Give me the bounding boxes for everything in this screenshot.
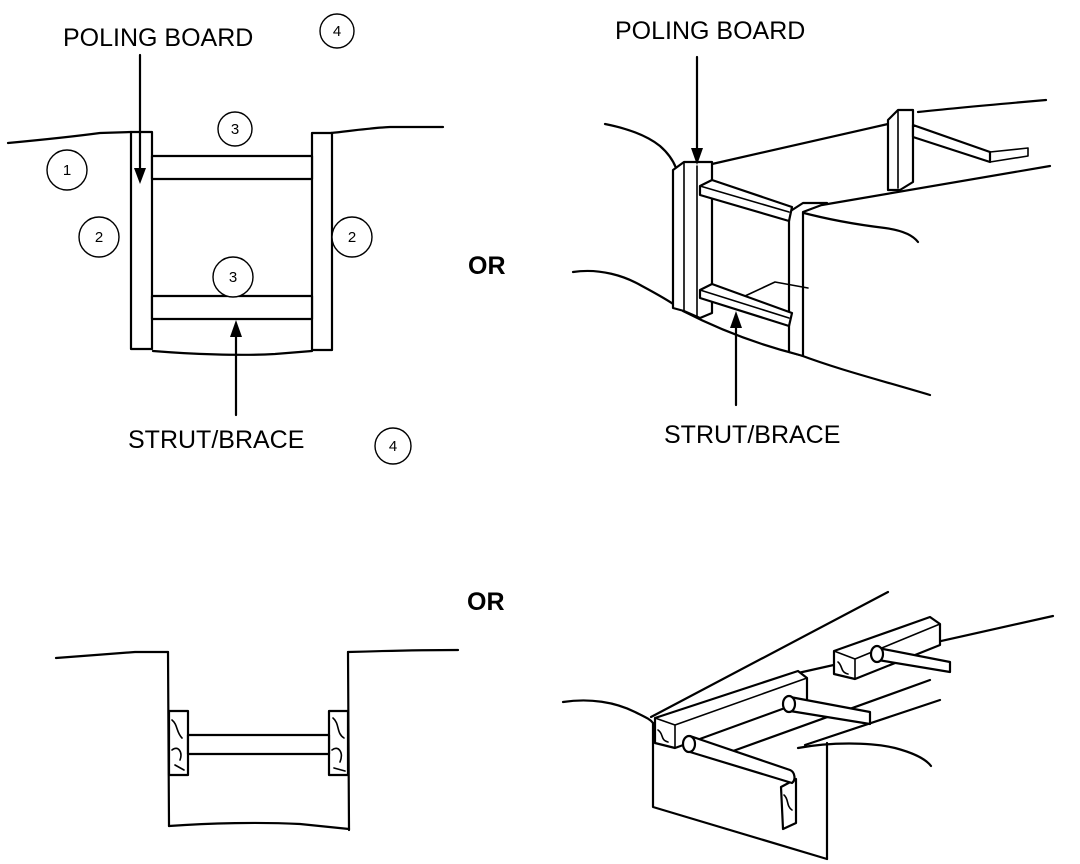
- ground-line-right-lower: [796, 742, 933, 768]
- callout-2-right: 2: [331, 216, 373, 258]
- strut-arrowhead-right: [730, 311, 742, 328]
- ground-line-left-side: [571, 269, 678, 308]
- strut-upper-perspective: [698, 178, 794, 223]
- strut-rear: [911, 123, 992, 164]
- ground-line-bottom-left: [54, 648, 460, 660]
- trench-bottom-lower: [167, 821, 351, 831]
- poling-board-front-left: [671, 160, 714, 320]
- svg-text:3: 3: [231, 121, 239, 138]
- perspective-view-walings: [561, 590, 1055, 861]
- strut-lower: [150, 294, 314, 321]
- strut-round-front: [684, 734, 796, 785]
- poling-board-label-left: POLING BOARD: [63, 24, 253, 52]
- poling-board-right: [310, 131, 334, 352]
- poling-board-rear: [886, 108, 915, 192]
- ground-line-far: [649, 590, 890, 719]
- strut-arrowhead-left: [230, 320, 242, 337]
- svg-text:2: 2: [95, 229, 103, 246]
- waling-right: [327, 709, 350, 777]
- callout-2-left: 2: [78, 216, 120, 258]
- callout-1: 1: [46, 149, 88, 191]
- ground-line-left: [6, 125, 445, 145]
- trench-bottom: [151, 349, 314, 356]
- poling-board-arrowhead-left: [134, 168, 146, 184]
- ground-line-right-side: [798, 210, 920, 244]
- svg-text:2: 2: [348, 229, 356, 246]
- svg-text:3: 3: [229, 269, 237, 286]
- poling-board-label-right: POLING BOARD: [615, 17, 805, 45]
- trench-near-edge: [820, 164, 1052, 207]
- strut-brace-label-left: STRUT/BRACE: [128, 426, 304, 454]
- trench-floor-edge: [681, 309, 932, 397]
- poling-board-front-right: [787, 201, 829, 358]
- callout-4-strut: 4: [374, 427, 412, 465]
- waling-rear: [832, 615, 942, 681]
- strut-upper: [150, 154, 314, 181]
- section-view-walings: [54, 648, 460, 832]
- strut-bottom-left: [186, 733, 331, 756]
- perspective-view-poling: POLING BOARD STRUT/BRACE: [571, 17, 1052, 449]
- callout-4-poling: 4: [319, 13, 355, 49]
- svg-text:4: 4: [333, 23, 341, 40]
- callout-3-top: 3: [217, 111, 253, 147]
- svg-text:4: 4: [389, 438, 397, 455]
- poling-board-arrowhead-right: [691, 148, 703, 165]
- or-label-lower: OR: [467, 588, 505, 616]
- strut-round-middle: [784, 695, 872, 726]
- trench-far-edge: [710, 122, 890, 166]
- section-view-numbered: POLING BOARD STRUT/BRACE 4 3 1 2 2 3: [6, 13, 445, 465]
- or-label-middle: OR: [468, 252, 506, 280]
- trench-near-wall: [651, 721, 829, 861]
- callout-3-bottom: 3: [212, 256, 254, 298]
- strut-brace-label-right: STRUT/BRACE: [664, 421, 840, 449]
- svg-text:1: 1: [63, 162, 71, 179]
- poling-board-left: [129, 130, 154, 351]
- ground-line-upper-right: [603, 98, 1048, 170]
- ground-line-left-lower: [561, 699, 655, 725]
